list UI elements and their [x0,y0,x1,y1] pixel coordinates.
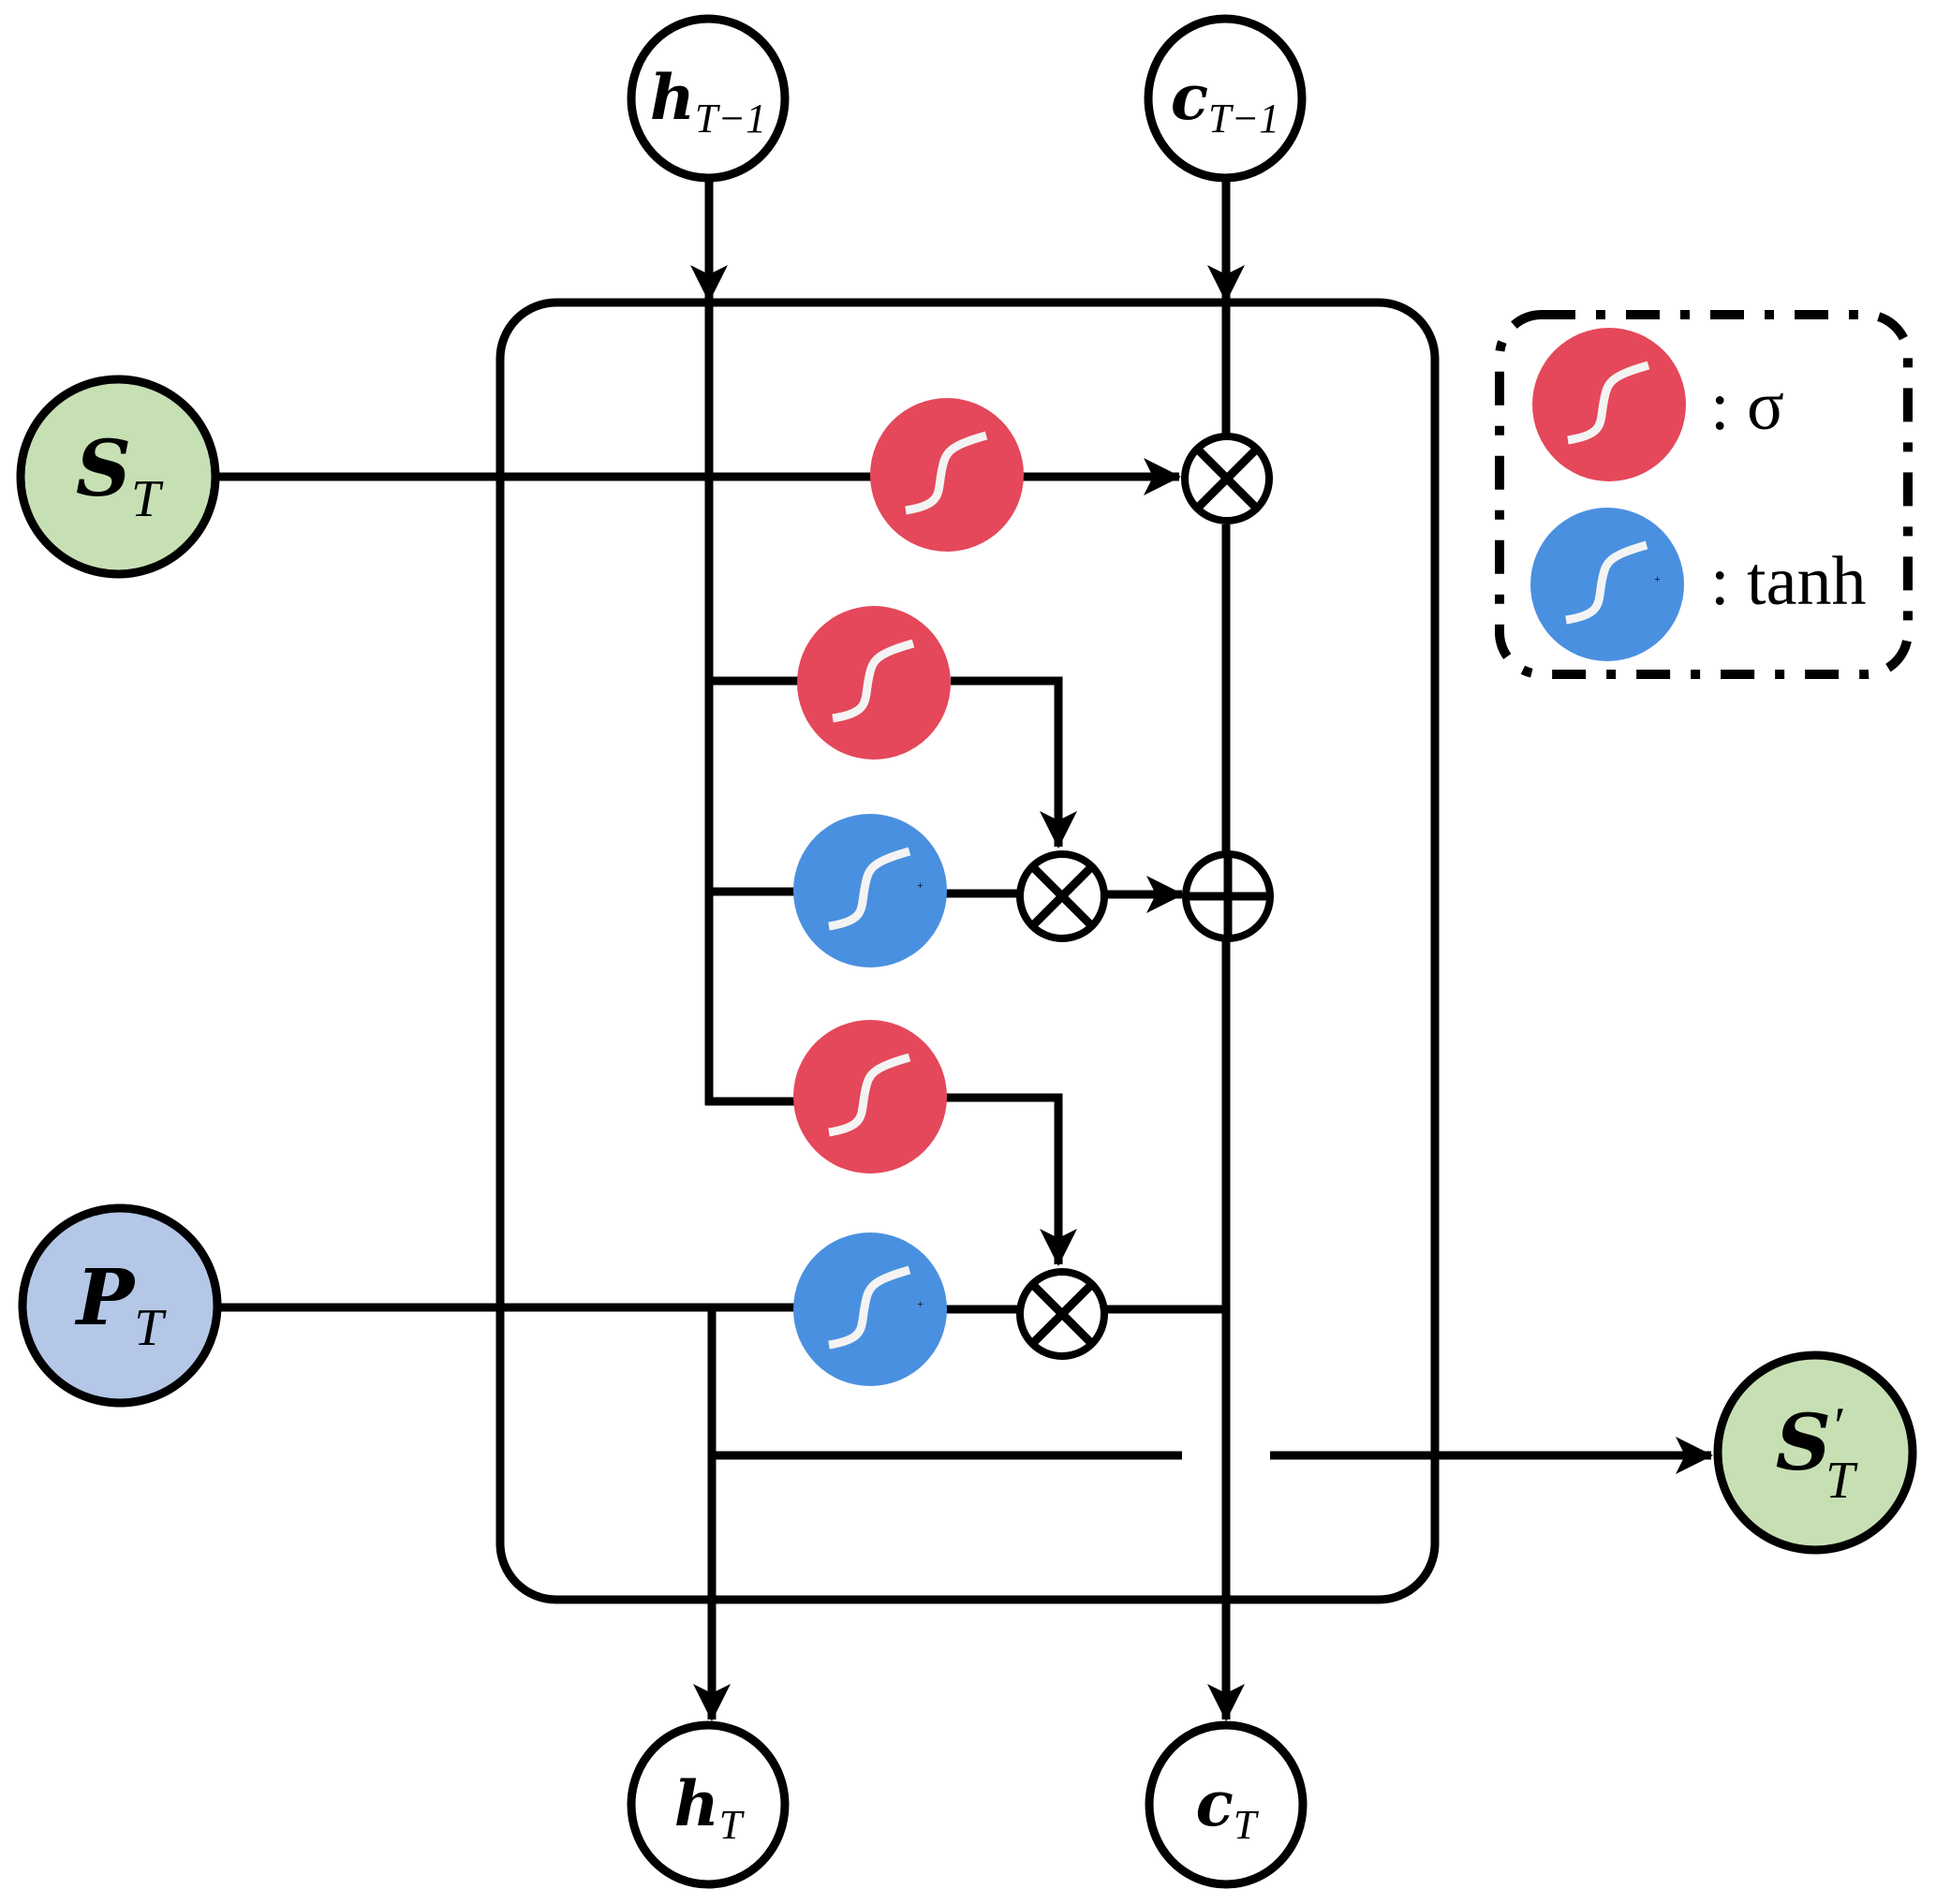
gate-3-tanh: + [793,814,947,967]
legend-tanh-label: : tanh [1710,543,1866,620]
svg-text:hT: hT [674,1767,746,1848]
svg-text:hT−1: hT−1 [650,61,766,141]
node-main-label: S [1776,1398,1831,1488]
gate-fill [793,1232,947,1386]
gate-1-sigmoid [870,398,1024,552]
node-main-label: h [674,1767,719,1840]
gate2-to-mult2 [951,676,1077,849]
sigmoid-curve-icon [905,431,988,515]
tanh-curve-icon [828,1265,911,1350]
node-sub-label: T [719,1802,746,1848]
gate4-to-mult3 [946,1093,1077,1266]
tanh-curve-icon [828,847,911,931]
gate-fill [793,814,947,967]
node-main-label: S [76,424,131,514]
svg-text:PT: PT [75,1253,168,1357]
tanh-curve-icon [1565,540,1648,625]
artifact-mark: + [917,878,924,892]
svg-text:cT−1: cT−1 [1171,61,1279,141]
node-s-output: S′T [1713,1351,1917,1555]
gate-fill [793,1020,947,1173]
cell-box [495,298,1440,1604]
gate-fill [797,606,951,760]
node-h-prev: hT−1 [627,14,790,183]
node-main-label: h [650,61,695,134]
node-main-label: c [1196,1767,1234,1840]
node-main-label: P [75,1253,137,1343]
gate-5-tanh: + [793,1232,947,1386]
svg-text:cT: cT [1196,1767,1260,1848]
multiply-3-icon [1016,1268,1108,1360]
gate-2-sigmoid [797,606,951,760]
legend-border [1495,310,1913,679]
gate-fill [870,398,1024,552]
legend-tanh-swatch: + [1530,508,1684,661]
sigmoid-curve-icon [828,1053,911,1137]
sigmoid-curve-icon [1567,361,1650,445]
node-sub-label: T [1825,1452,1858,1510]
legend-sigmoid-swatch [1532,328,1686,481]
multiply-2-icon [1016,850,1108,942]
multiply-1-icon [1181,433,1273,524]
legend-sigmoid-label: : σ [1710,368,1784,445]
node-sub-label: T [134,1299,167,1357]
svg-text:ST: ST [76,424,164,528]
legend: : σ + : tanh [1495,310,1913,679]
add-1-icon [1182,850,1274,942]
node-c-out: cT [1145,1720,1308,1889]
node-sub-label: T [1234,1802,1260,1848]
node-prime-label: ′ [1831,1397,1843,1455]
node-main-label: c [1171,61,1208,134]
sigmoid-curve-icon [832,639,915,723]
node-s-input: ST [16,375,220,579]
node-h-out: hT [627,1720,790,1889]
artifact-mark: + [917,1297,924,1310]
node-sub-label: T−1 [1208,96,1279,141]
svg-text:S′T: S′T [1776,1397,1858,1510]
node-c-prev: cT−1 [1144,14,1307,183]
node-sub-label: T [131,470,164,528]
node-p-input: PT [18,1203,222,1408]
artifact-mark: + [1654,572,1661,585]
node-sub-label: T−1 [695,96,766,141]
gate-4-sigmoid [793,1020,947,1173]
